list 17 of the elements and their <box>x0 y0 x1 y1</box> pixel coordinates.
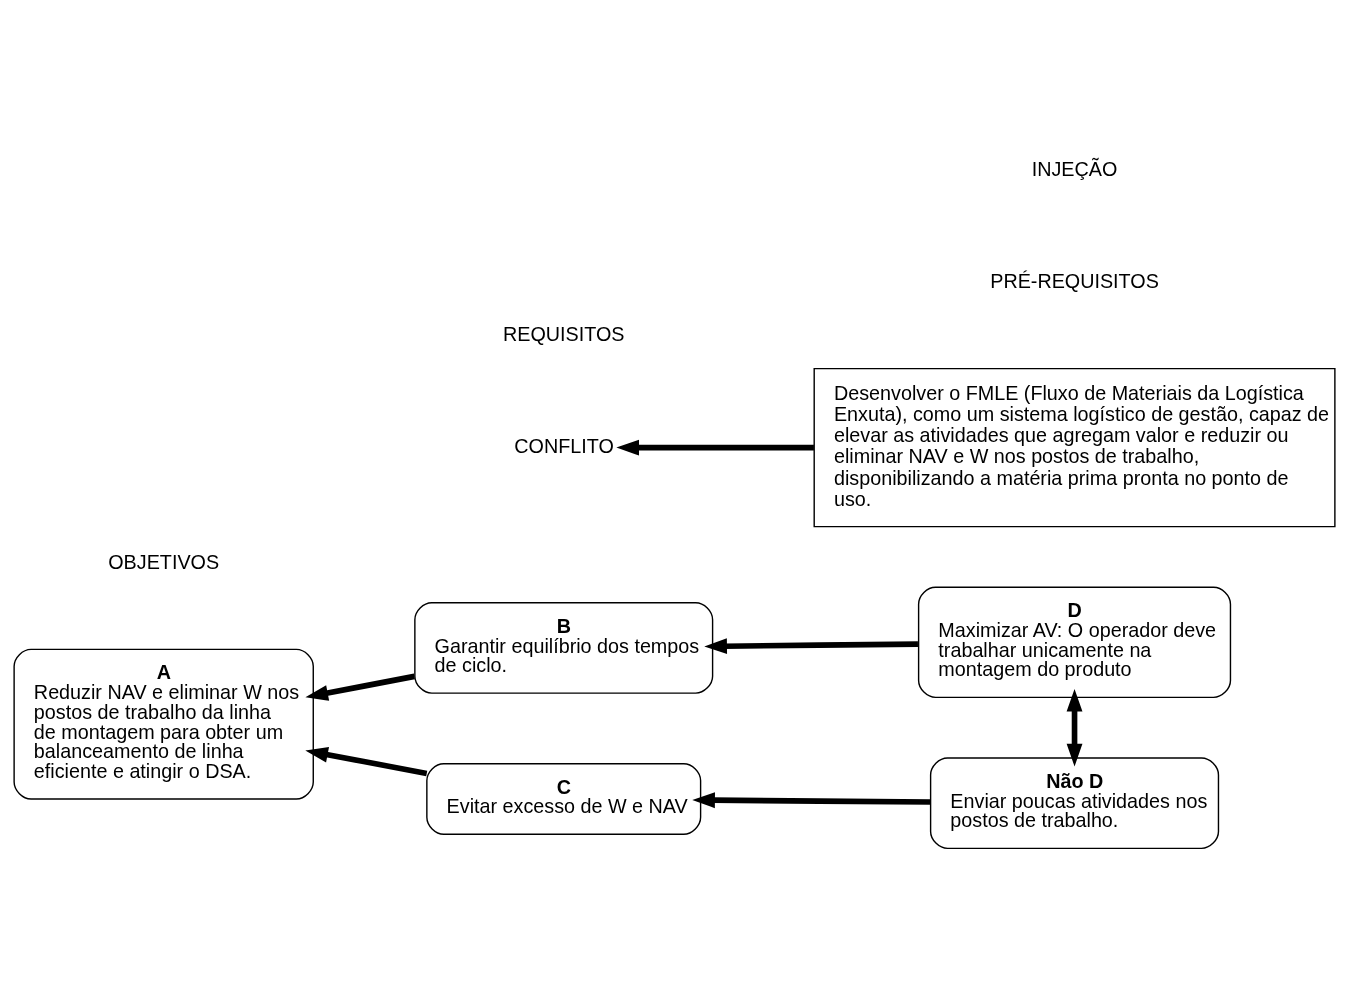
node-box: B Garantir equilíbrio dos tempos de ciclo. <box>414 602 714 694</box>
node-box: C Evitar excesso de W e NAV <box>426 763 702 835</box>
label: REQUISITOS <box>503 323 625 346</box>
label: INJEÇÃO <box>1031 158 1118 181</box>
node-box: Não D Enviar poucas atividades nos postos de trabalho. <box>929 757 1220 850</box>
node-box: D Maximizar AV: O operador deve trabalhar unicamente na montagem do produto <box>917 586 1232 699</box>
arrow <box>305 673 415 701</box>
node-box: A Reduzir NAV e eliminar W nos postos de trabalho da linha de montagem para obter um balanceamento de linha eficiente e atingir o DSA. <box>13 648 314 800</box>
node-box: Desenvolver o FMLE (Fluxo de Materiais da Logística Enxuta), como um sistema logístico de gestão, capaz de elevar as atividades que agregam valor e reduzir ou eliminar NAV e W nos postos de trabalho, disponibilizando a matéria prima pronta no ponto de uso. <box>813 367 1336 528</box>
arrow <box>692 792 931 809</box>
node-text: CONFLITO <box>514 434 614 457</box>
arrow <box>305 746 428 777</box>
label: PRÉ-REQUISITOS <box>990 269 1159 292</box>
arrow <box>704 638 918 655</box>
arrow <box>1066 688 1083 767</box>
label: OBJETIVOS <box>108 550 220 573</box>
arrow <box>616 439 814 456</box>
